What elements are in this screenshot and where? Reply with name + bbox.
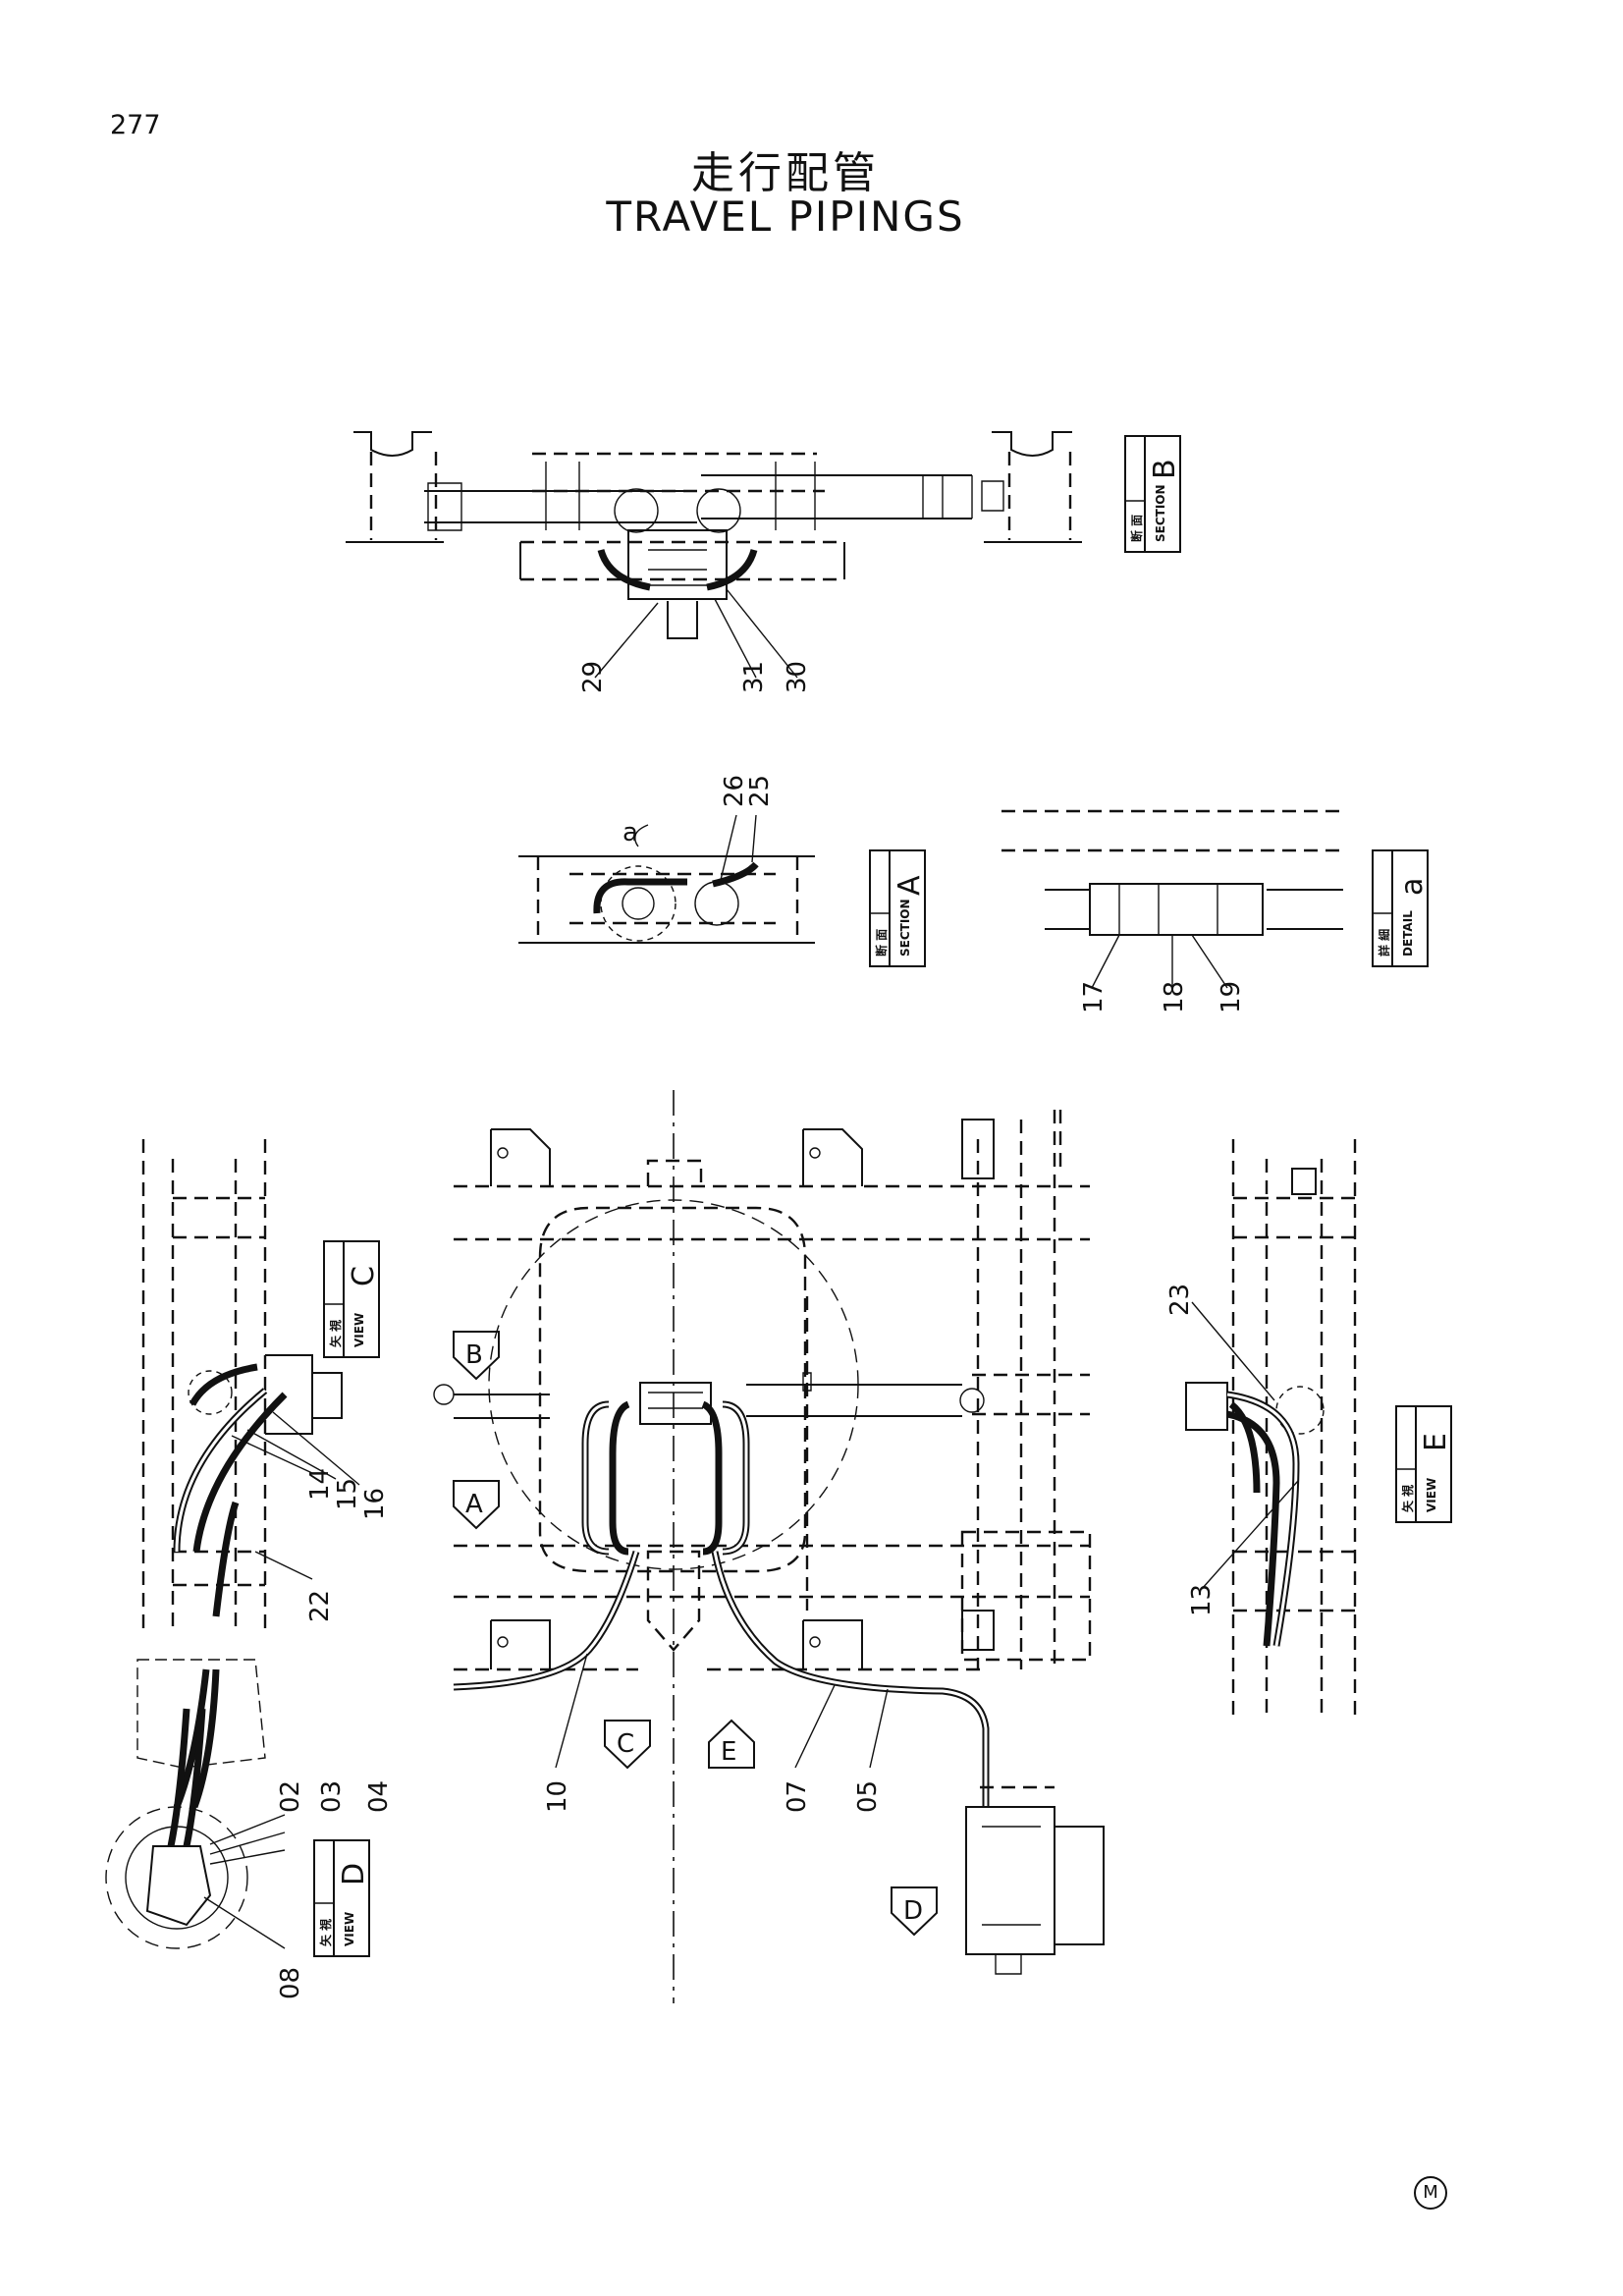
view-d-tag: 矢 視 VIEW D bbox=[313, 1839, 371, 1957]
section-a-tag: 断 面 SECTION A bbox=[869, 849, 927, 967]
callout-19: 19 bbox=[1217, 981, 1246, 1013]
svg-text:A: A bbox=[893, 875, 927, 896]
callout-03: 03 bbox=[317, 1780, 347, 1813]
main-plan-view bbox=[433, 1090, 1105, 2003]
callout-23: 23 bbox=[1165, 1284, 1195, 1316]
page-number: 277 bbox=[110, 110, 161, 140]
view-d bbox=[105, 1708, 286, 1949]
svg-text:B: B bbox=[465, 1340, 483, 1370]
svg-text:VIEW: VIEW bbox=[352, 1313, 366, 1347]
callout-22: 22 bbox=[305, 1590, 335, 1622]
svg-text:矢 視: 矢 視 bbox=[318, 1919, 333, 1946]
callout-26: 26 bbox=[720, 775, 749, 807]
svg-text:VIEW: VIEW bbox=[1425, 1478, 1438, 1512]
title-english: TRAVEL PIPINGS bbox=[606, 192, 965, 241]
callout-10: 10 bbox=[543, 1780, 572, 1813]
arrow-c: C bbox=[604, 1720, 651, 1770]
callout-29: 29 bbox=[578, 661, 608, 693]
view-c-tag: 矢 視 VIEW C bbox=[323, 1240, 381, 1358]
svg-text:D: D bbox=[337, 1863, 371, 1886]
callout-16: 16 bbox=[360, 1488, 390, 1520]
view-e bbox=[1185, 1139, 1357, 1719]
svg-text:E: E bbox=[1419, 1433, 1453, 1451]
callout-30: 30 bbox=[783, 661, 812, 693]
view-c bbox=[136, 1139, 360, 1809]
corner-mark: M bbox=[1414, 2176, 1447, 2210]
view-e-tag: 矢 視 VIEW E bbox=[1395, 1405, 1453, 1523]
svg-text:矢 視: 矢 視 bbox=[1400, 1485, 1415, 1512]
svg-text:C: C bbox=[617, 1729, 634, 1759]
callout-08: 08 bbox=[276, 1967, 305, 1999]
callout-13: 13 bbox=[1187, 1584, 1217, 1616]
svg-text:矢 視: 矢 視 bbox=[328, 1320, 343, 1347]
svg-text:D: D bbox=[903, 1896, 923, 1926]
svg-text:C: C bbox=[347, 1266, 381, 1286]
arrow-a: A bbox=[453, 1480, 500, 1530]
section-b-tag-jp: 断 面 bbox=[1129, 515, 1144, 542]
callout-07: 07 bbox=[783, 1780, 812, 1813]
callout-31: 31 bbox=[739, 661, 769, 693]
detail-a-view bbox=[1001, 809, 1347, 989]
callout-02: 02 bbox=[276, 1780, 305, 1813]
arrow-e: E bbox=[708, 1719, 755, 1769]
title-japanese: 走行配管 bbox=[691, 148, 880, 198]
callout-17: 17 bbox=[1079, 981, 1109, 1013]
detail-a-callout: a bbox=[622, 818, 638, 847]
callout-15: 15 bbox=[333, 1478, 362, 1510]
callout-04: 04 bbox=[364, 1780, 394, 1813]
detail-a-tag: 詳 細 DETAIL a bbox=[1372, 849, 1430, 967]
svg-text:DETAIL: DETAIL bbox=[1401, 910, 1415, 957]
section-a-view bbox=[518, 814, 815, 944]
svg-text:A: A bbox=[465, 1490, 483, 1519]
svg-text:SECTION: SECTION bbox=[898, 899, 912, 957]
section-b-tag-en: SECTION bbox=[1154, 484, 1167, 542]
callout-14: 14 bbox=[305, 1468, 335, 1501]
callout-25: 25 bbox=[745, 775, 775, 807]
callout-05: 05 bbox=[853, 1780, 883, 1813]
arrow-d: D bbox=[891, 1886, 938, 1937]
svg-text:詳 細: 詳 細 bbox=[1377, 929, 1391, 957]
section-b-tag: 断 面 SECTION B bbox=[1124, 435, 1182, 553]
svg-text:a: a bbox=[1395, 878, 1430, 896]
svg-text:断 面: 断 面 bbox=[874, 929, 889, 957]
svg-text:VIEW: VIEW bbox=[343, 1912, 356, 1946]
arrow-b: B bbox=[453, 1331, 500, 1381]
section-b-view bbox=[346, 431, 1082, 679]
callout-18: 18 bbox=[1160, 981, 1189, 1013]
section-b-tag-letter: B bbox=[1148, 459, 1182, 479]
svg-text:E: E bbox=[721, 1737, 736, 1767]
